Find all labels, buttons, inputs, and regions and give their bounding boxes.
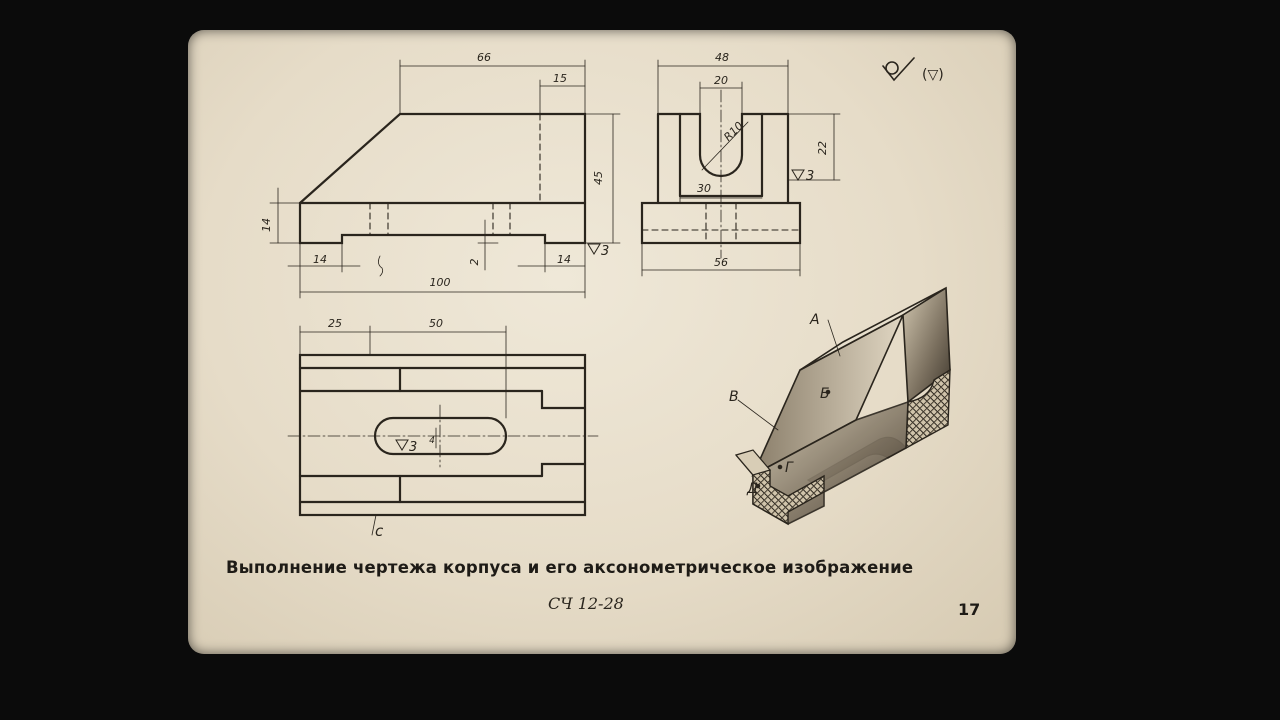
dim-45: 45 — [592, 171, 605, 185]
dim-30: 30 — [697, 182, 711, 195]
material-label: СЧ 12-28 — [548, 594, 624, 613]
label-c: с — [375, 522, 384, 540]
roughness-front: 3 — [601, 244, 609, 259]
roughness-symbol — [882, 57, 915, 82]
drawing-slide: 66 15 45 14 2 14 14 100 3 48 20 R10 22 3… — [188, 30, 1016, 654]
slide-caption: Выполнение чертежа корпуса и его аксоном… — [226, 558, 914, 577]
label-g: Г — [785, 460, 794, 476]
dim-2: 2 — [468, 259, 481, 266]
page-number: 17 — [958, 600, 981, 619]
dim-56: 56 — [714, 256, 728, 269]
dim-48: 48 — [715, 51, 729, 64]
isometric-view — [734, 286, 951, 526]
dim-22: 22 — [816, 141, 829, 155]
top-view — [298, 353, 587, 517]
dim-15: 15 — [553, 72, 567, 85]
dim-20: 20 — [714, 74, 728, 87]
dim-66: 66 — [477, 51, 491, 64]
label-v: В — [729, 389, 739, 405]
dim-25: 25 — [328, 317, 342, 330]
label-d: Д — [746, 481, 758, 497]
dim-50: 50 — [429, 317, 443, 330]
roughness-side: 3 — [806, 169, 814, 184]
dim-100: 100 — [430, 276, 451, 289]
label-a: А — [809, 312, 820, 328]
front-view — [298, 112, 587, 245]
dim-14-a: 14 — [313, 253, 327, 266]
dim-14-left: 14 — [260, 218, 273, 232]
roughness-corner-label: (▽) — [922, 67, 944, 83]
technical-drawing: 66 15 45 14 2 14 14 100 3 48 20 R10 22 3… — [260, 51, 951, 540]
roughness-top: 3 — [409, 440, 417, 455]
label-b: Б — [820, 386, 830, 402]
dim-14-b: 14 — [557, 253, 571, 266]
dim-4: 4 — [429, 436, 435, 446]
